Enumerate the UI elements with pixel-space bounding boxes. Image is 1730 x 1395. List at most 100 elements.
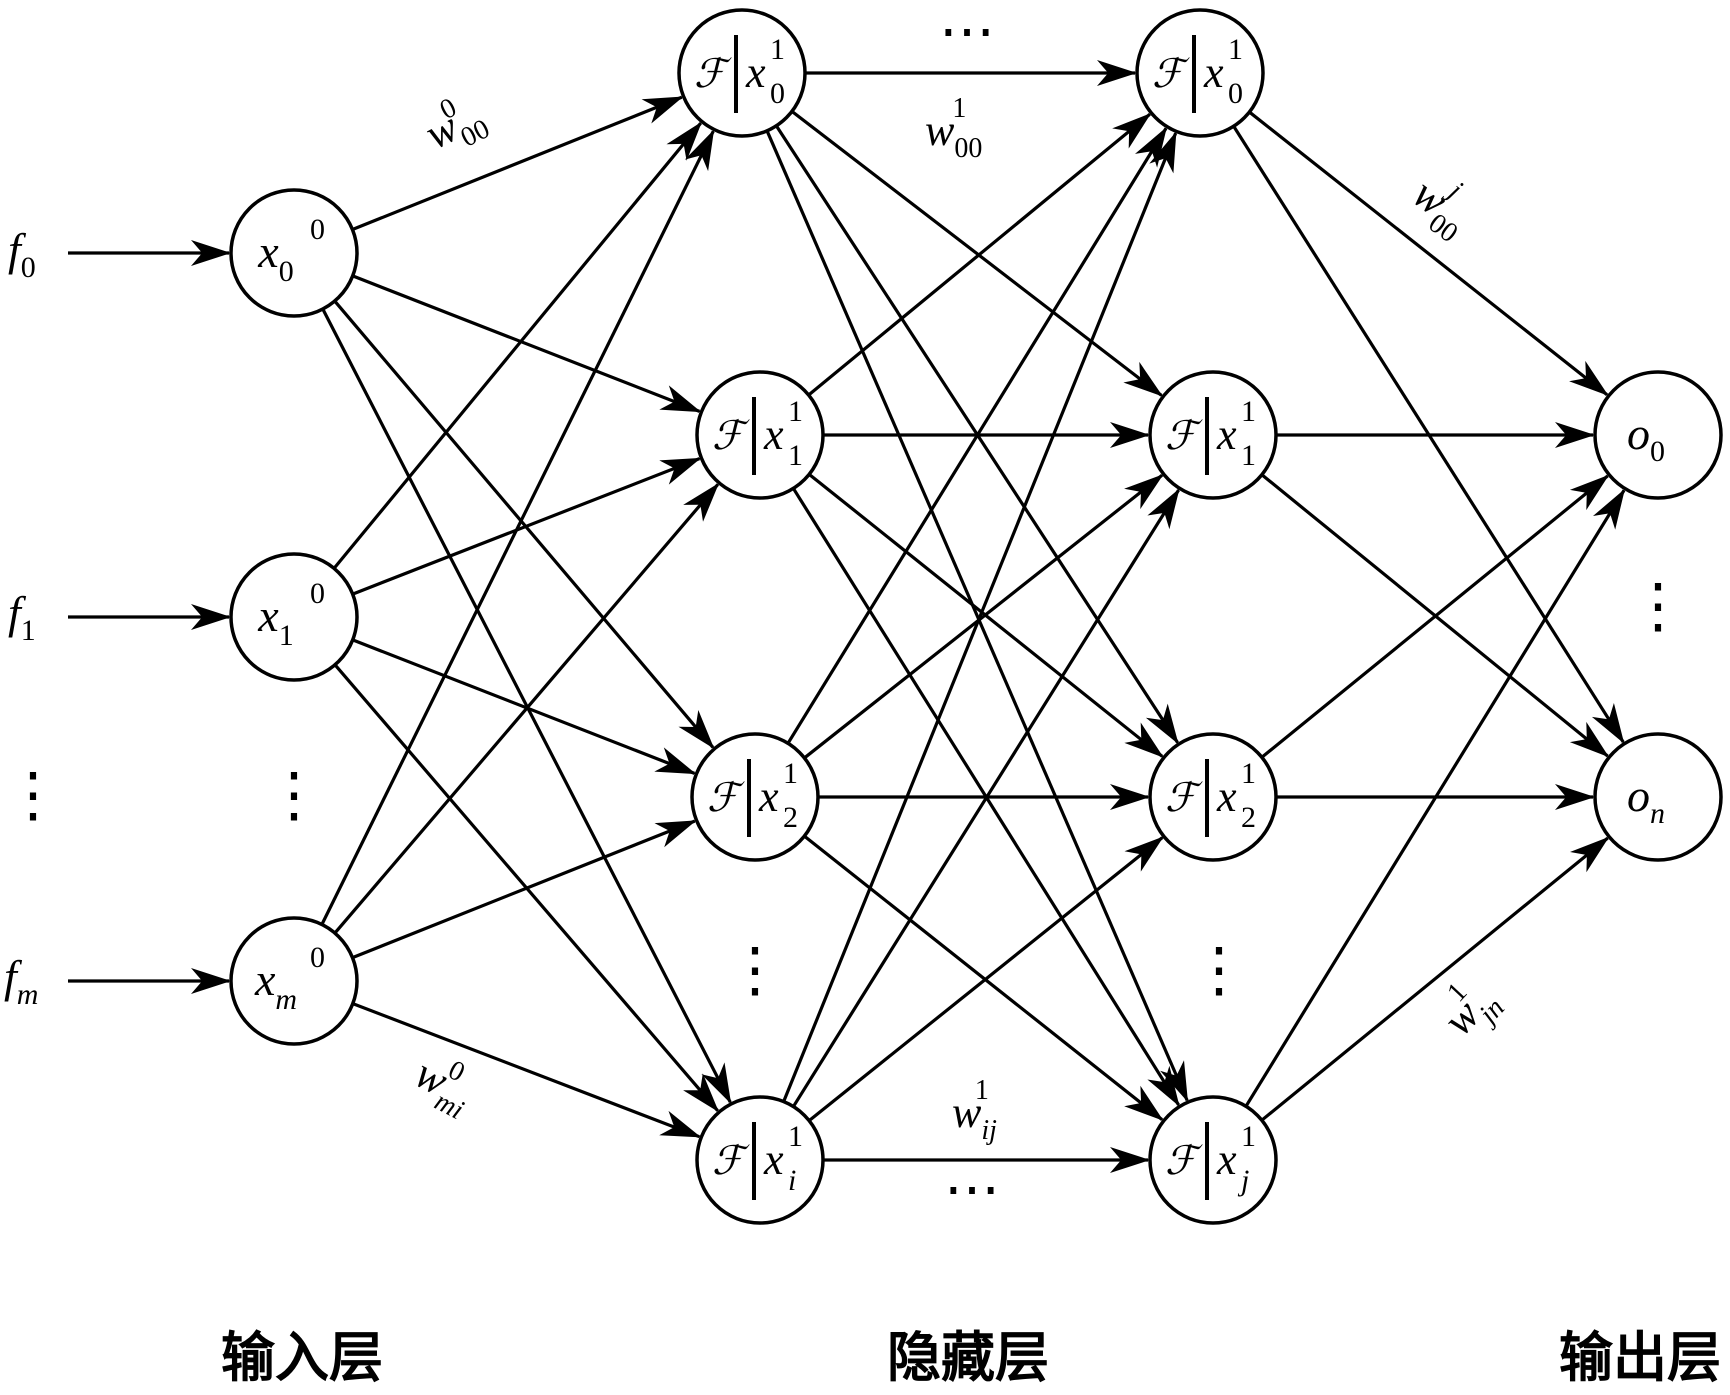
node-variable: x (763, 410, 784, 459)
input-node-0 (229, 188, 359, 318)
node-superscript: 1 (788, 395, 803, 428)
hidden2-node-3 (1148, 1095, 1278, 1225)
edge-hidden2-1-output-0-arrowhead (1555, 422, 1595, 448)
node-superscript: 1 (783, 757, 798, 790)
edge-hidden1-0-hidden2-1-arrowhead (1123, 361, 1163, 397)
edge-input2-hidden1-2 (351, 819, 696, 960)
edge-input0-hidden1-1-arrowhead (659, 385, 702, 413)
layer-label-hidden: 隐藏层 (887, 1326, 1049, 1389)
node-subscript: 2 (783, 801, 798, 834)
node-subscript: 0 (770, 77, 785, 110)
edge-input0-hidden1-3-arrowhead (701, 1062, 732, 1104)
weight-label-w00-j: w00j (1399, 160, 1486, 250)
edge-input0-hidden1-1 (352, 274, 701, 413)
input-feature-labels: f0 f1 fm (4, 224, 38, 1011)
node-variable: x (763, 1135, 784, 1184)
input-node-0-label: x0 (257, 226, 293, 288)
weight-label-wij-1: wij1 (952, 1075, 997, 1146)
node-subscript: j (1237, 1164, 1249, 1197)
edge-hidden1-3-hidden2-0 (782, 132, 1178, 1103)
edge-hidden1-3-hidden2-1 (792, 489, 1180, 1108)
edge-hidden1-1-hidden2-3-arrowhead (1147, 1065, 1180, 1107)
feature-arrow-2-arrowhead (191, 968, 231, 994)
edge-hidden1-3-hidden2-1-arrowhead (1147, 488, 1180, 530)
edge-hidden2-1-output-1-arrowhead (1569, 721, 1610, 758)
feature-label-f1: f1 (8, 587, 36, 647)
output-node-1 (1593, 732, 1723, 862)
edge-input0-hidden1-0 (351, 95, 683, 231)
edge-hidden1-3-hidden2-3-arrowhead (1110, 1147, 1150, 1173)
edge-hidden2-2-output-1-arrowhead (1555, 784, 1595, 810)
edge-hidden1-0-hidden2-3 (765, 130, 1189, 1101)
vertical-ellipsis-hidden1: ⋮ (725, 937, 785, 1003)
edge-hidden1-3-hidden2-2-arrowhead (1124, 836, 1164, 872)
edge-input0-hidden1-0-arrowhead (641, 96, 684, 124)
edge-input2-hidden1-3-arrowhead (659, 1110, 702, 1138)
edge-input1-hidden1-1 (352, 457, 701, 596)
edge-input1-hidden1-2-arrowhead (654, 747, 697, 775)
hidden1-node-1 (695, 370, 825, 500)
edge-hidden2-0-output-1-arrowhead (1591, 703, 1625, 744)
feature-arrow-1-arrowhead (191, 604, 231, 630)
edge-hidden2-0-output-0 (1248, 110, 1608, 396)
node-subscript: 2 (1241, 801, 1256, 834)
node-variable: x (1216, 772, 1237, 821)
layer-labels: 输入层 隐藏层 输出层 (221, 1326, 1721, 1389)
edge-input2-hidden1-2-arrowhead (654, 820, 697, 848)
vertical-ellipsis-output: ⋮ (1628, 573, 1688, 639)
hidden1-node-3 (695, 1095, 825, 1225)
edge-hidden2-3-output-1-arrowhead (1570, 836, 1610, 873)
node-variable: x (1216, 410, 1237, 459)
edge-input1-hidden1-1-arrowhead (659, 457, 702, 485)
output-node-0-label: o0 (1627, 408, 1665, 468)
edge-hidden1-2-hidden2-3 (803, 834, 1164, 1121)
weight-label-w00-1: w001 (925, 93, 982, 164)
edge-hidden2-2-output-0 (1260, 474, 1609, 759)
hidden1-node-2 (690, 732, 820, 862)
weight-label-wmi-0: wmi0 (403, 1042, 484, 1126)
node-superscript: 1 (1241, 1120, 1256, 1153)
edge-input1-hidden1-0-arrowhead (666, 121, 702, 161)
edge-input2-hidden1-3 (352, 1002, 700, 1139)
node-subscript: i (788, 1164, 796, 1197)
edge-hidden1-3-hidden2-0-arrowhead (1149, 131, 1177, 174)
ellipsis-markers: ⋮ ⋮ ⋮ ⋮ ⋮ ⋯ ⋯ (3, 1, 1688, 1221)
node-superscript: 1 (1228, 33, 1243, 66)
layer-label-output: 输出层 (1559, 1326, 1721, 1389)
edge-input1-hidden1-0 (332, 122, 702, 570)
weight-label-wjn-1: wjn1 (1425, 966, 1510, 1050)
node-variable: x (745, 48, 766, 97)
edge-hidden1-1-hidden2-0-arrowhead (1112, 113, 1152, 149)
edge-hidden1-0-hidden2-1 (790, 110, 1163, 397)
node-variable: x (1216, 1135, 1237, 1184)
vertical-ellipsis-hidden2: ⋮ (1189, 937, 1249, 1003)
horizontal-ellipsis-top: ⋯ (939, 1, 995, 63)
vertical-ellipsis-input: ⋮ (264, 762, 324, 828)
input-node-2-superscript: 0 (310, 941, 325, 974)
feature-label-fm: fm (4, 951, 38, 1011)
edge-hidden1-2-hidden2-1-arrowhead (1124, 474, 1164, 510)
output-node-0 (1593, 370, 1723, 500)
hidden2-node-2 (1148, 732, 1278, 862)
output-node-1-label: on (1627, 770, 1665, 830)
edge-input1-hidden1-3-arrowhead (683, 1073, 719, 1113)
node-variable: x (1203, 48, 1224, 97)
edge-input0-hidden1-3 (321, 308, 732, 1103)
weight-labels: w000 wmi0 w001 wij1 w00j wjn1 (403, 92, 1510, 1146)
input-node-2-label: xm (254, 954, 297, 1016)
edge-hidden1-2-hidden2-3-arrowhead (1124, 1085, 1164, 1121)
edge-hidden1-0-hidden2-0-arrowhead (1097, 60, 1137, 86)
edge-hidden1-3-hidden2-2 (808, 836, 1164, 1122)
hidden1-node-0 (677, 8, 807, 138)
edge-input2-hidden1-0-arrowhead (684, 129, 715, 172)
edge-hidden1-2-hidden2-2-arrowhead (1110, 784, 1150, 810)
node-subscript: 0 (1228, 77, 1243, 110)
input-node-1 (229, 552, 359, 682)
edge-hidden2-3-output-0 (1244, 489, 1626, 1108)
connection-edges (68, 60, 1626, 1173)
edge-input2-hidden1-0 (320, 130, 715, 926)
